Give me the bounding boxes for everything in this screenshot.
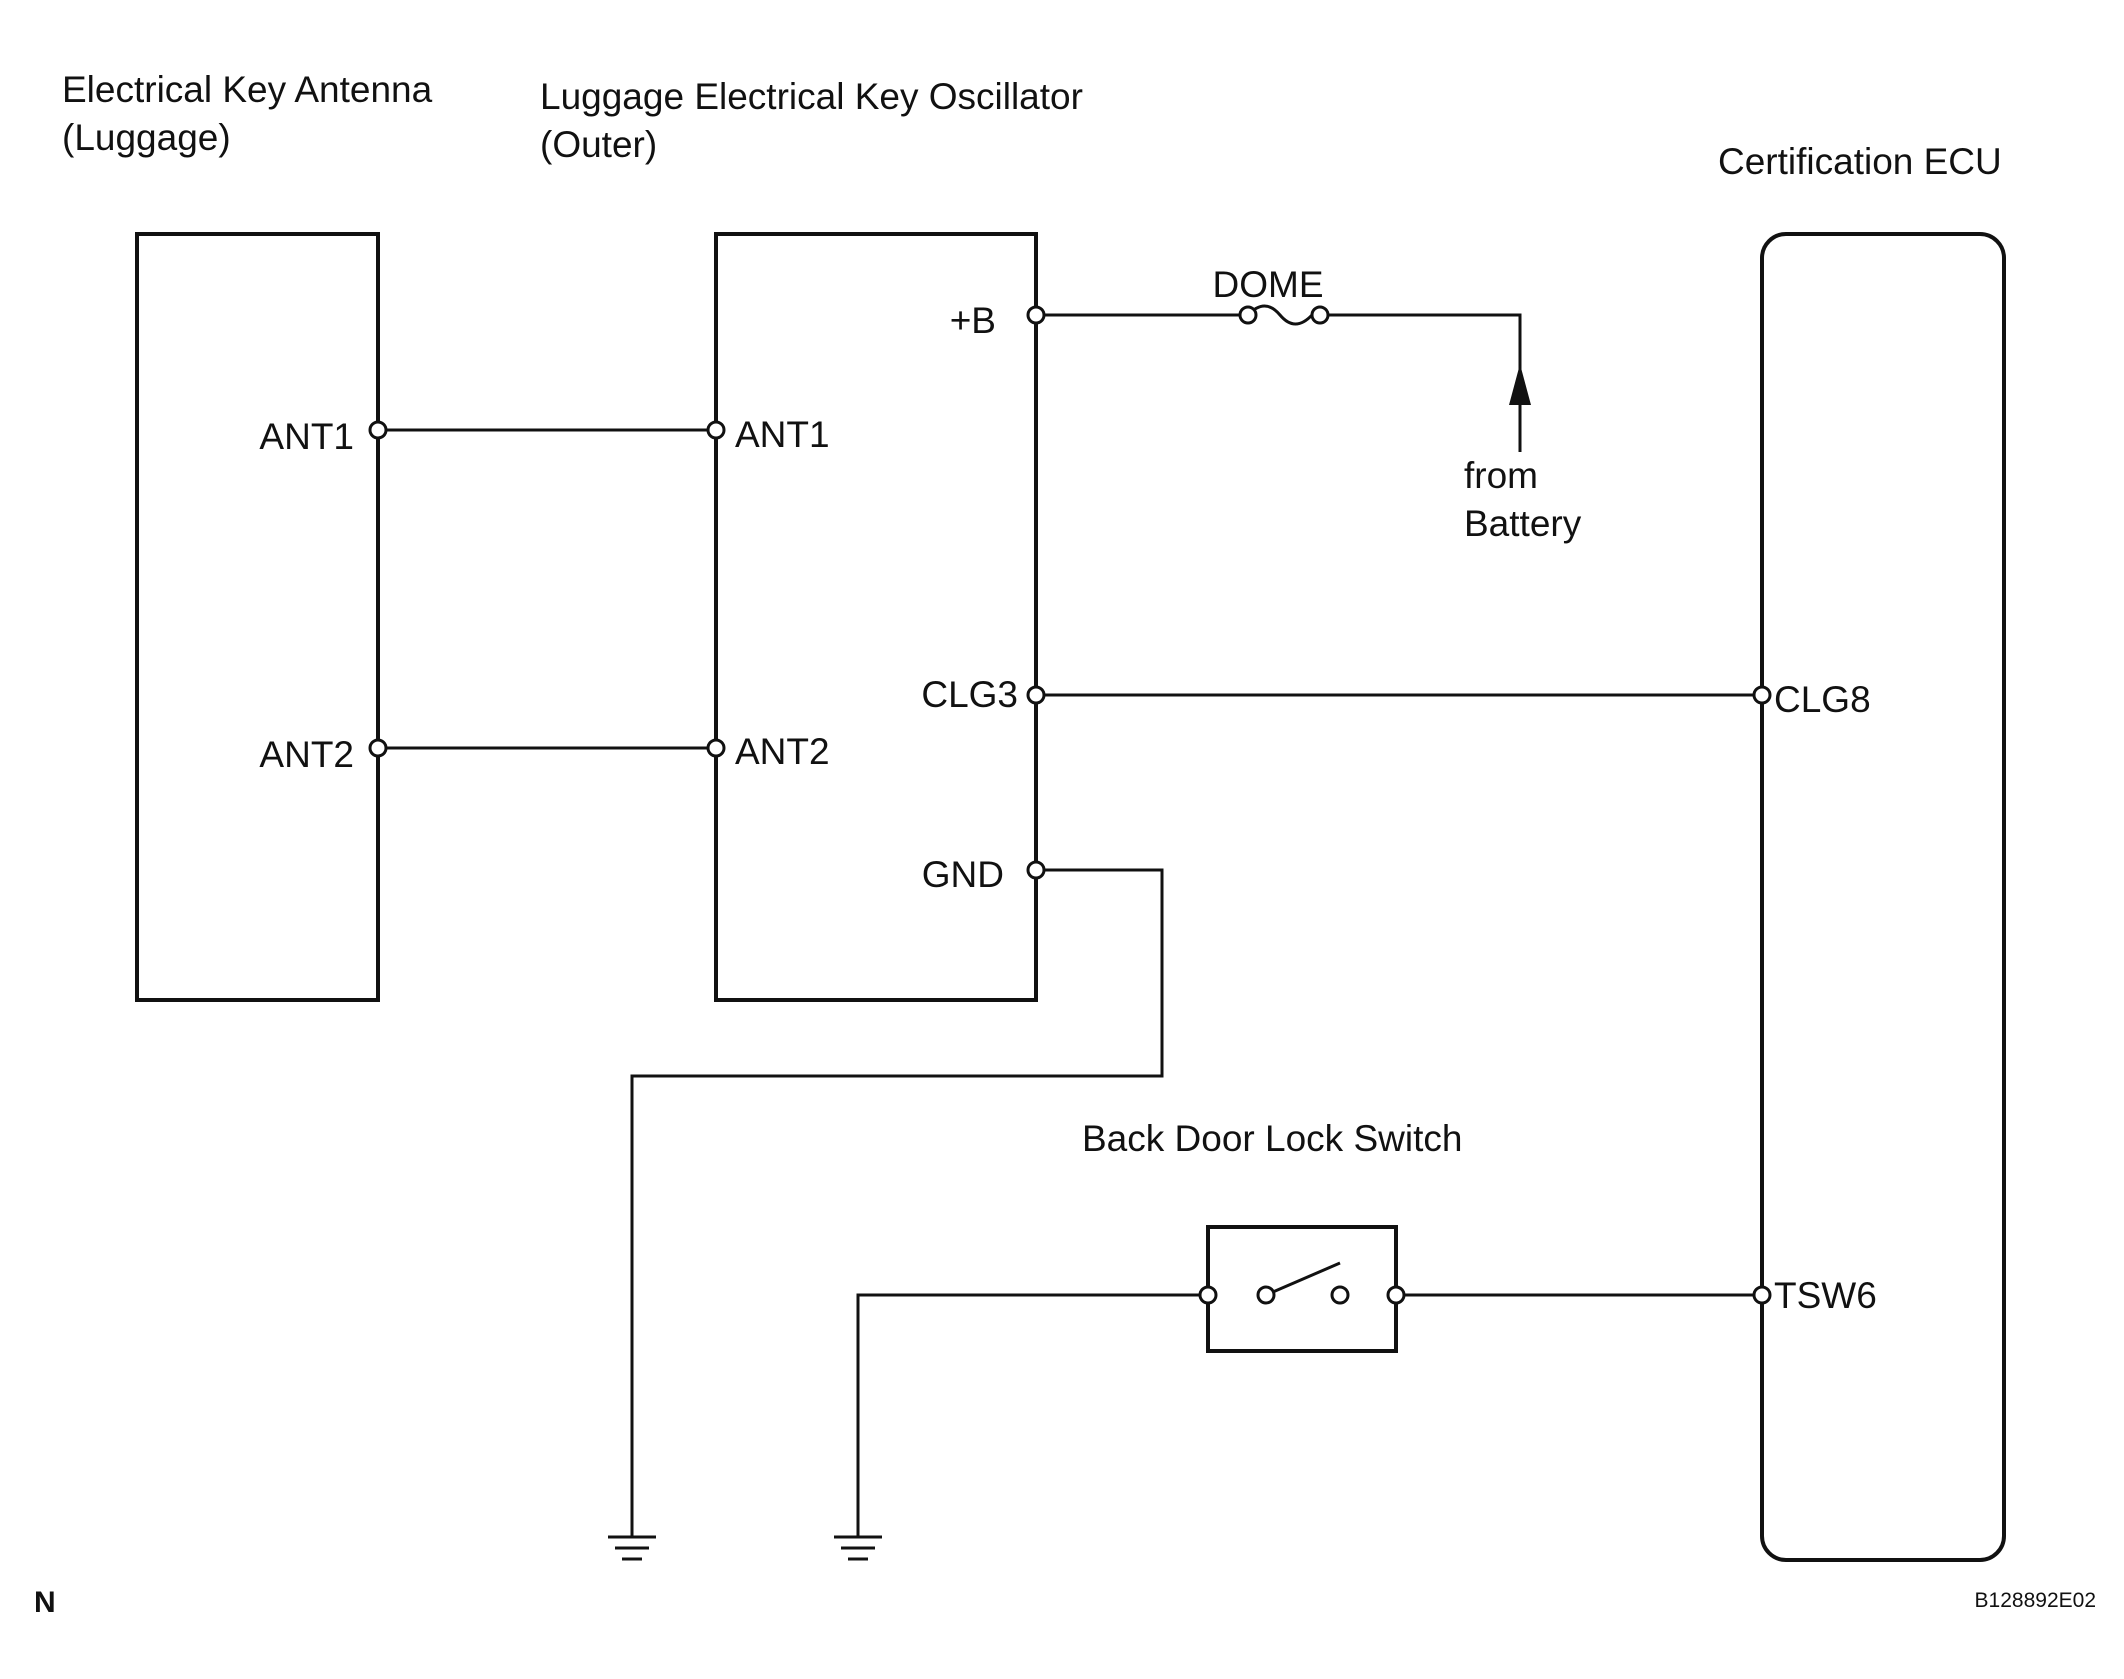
ground-icon: [608, 1535, 656, 1561]
terminal: [1752, 1285, 1772, 1305]
antenna-title-line2: (Luggage): [62, 117, 231, 158]
terminal: [1330, 1285, 1350, 1305]
terminal: [368, 738, 388, 758]
oscillator-title-line2: (Outer): [540, 124, 657, 165]
oscillator-title-line1: Luggage Electrical Key Oscillator: [540, 76, 1083, 117]
battery-label-line1: from: [1464, 455, 1538, 496]
pin-label: CLG8: [1774, 679, 1871, 720]
ecu-box: [1760, 232, 2006, 1562]
terminal: [1238, 305, 1258, 325]
terminal: [1752, 685, 1772, 705]
fuse-label: DOME: [1213, 264, 1324, 305]
ecu-title: Certification ECU: [1718, 141, 2002, 182]
oscillator-box: [714, 232, 1038, 1002]
terminal: [1026, 685, 1046, 705]
battery-arrow-icon: [1509, 364, 1531, 405]
switch-lever: [1265, 1261, 1341, 1297]
terminal: [1026, 860, 1046, 880]
pin-label: +B: [950, 300, 996, 341]
antenna-box: [135, 232, 380, 1002]
terminal: [706, 420, 726, 440]
pin-label: ANT2: [259, 734, 354, 775]
wire-switch-ground: [856, 1293, 1208, 1536]
wire-gnd: [630, 868, 1164, 1536]
terminal: [1310, 305, 1330, 325]
pin-label: CLG3: [921, 674, 1018, 715]
terminal: [1026, 305, 1046, 325]
wire-fuse-to-battery: [1320, 313, 1522, 452]
ground-icon: [834, 1535, 882, 1561]
terminal: [1256, 1285, 1276, 1305]
antenna-title-line1: Electrical Key Antenna: [62, 69, 433, 110]
terminal: [368, 420, 388, 440]
battery-label-line2: Battery: [1464, 503, 1582, 544]
pin-label: ANT1: [259, 416, 354, 457]
pin-label: TSW6: [1774, 1275, 1877, 1316]
switch-label: Back Door Lock Switch: [1082, 1118, 1462, 1159]
terminal: [1386, 1285, 1406, 1305]
terminal: [706, 738, 726, 758]
switch-box: [1206, 1225, 1398, 1353]
pin-label: ANT2: [735, 731, 830, 772]
figure-code: B128892E02: [1975, 1589, 2096, 1612]
pin-label: ANT1: [735, 414, 830, 455]
fuse-element: [1246, 304, 1314, 326]
corner-mark: N: [34, 1586, 56, 1619]
pin-label: GND: [922, 854, 1004, 895]
terminal: [1198, 1285, 1218, 1305]
